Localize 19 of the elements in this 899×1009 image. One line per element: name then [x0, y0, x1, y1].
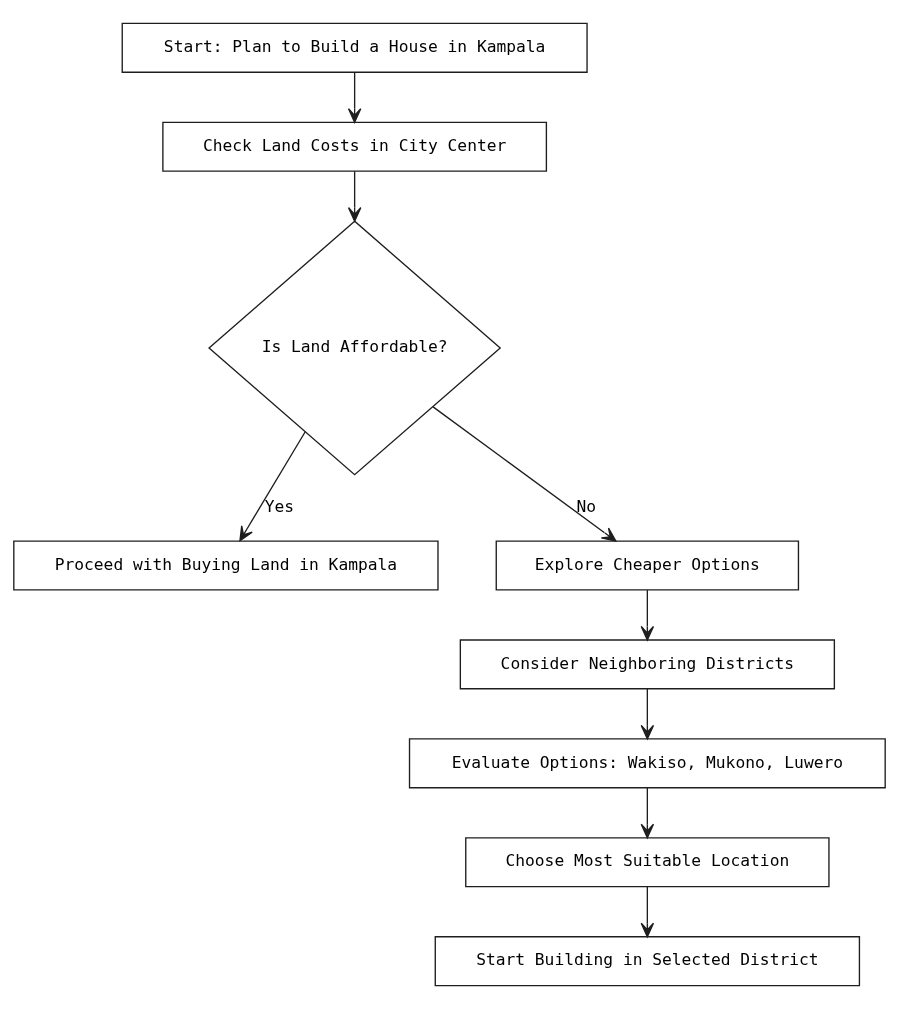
arrow [347, 71, 362, 123]
arrow [640, 589, 655, 641]
node-box: Explore Cheaper Options [495, 540, 800, 591]
edge-label: No [576, 497, 597, 517]
node-box: Consider Neighboring Districts [459, 639, 836, 690]
node-box: Start Building in Selected District [434, 936, 861, 987]
arrow [640, 787, 655, 839]
arrow [239, 431, 306, 542]
arrow [640, 886, 655, 938]
arrow [347, 170, 362, 222]
node-box: Check Land Costs in City Center [162, 121, 548, 172]
node-box: Proceed with Buying Land in Kampala [13, 540, 439, 591]
arrow [432, 406, 617, 542]
node-box: Start: Plan to Build a House in Kampala [121, 22, 588, 73]
node-box: Evaluate Options: Wakiso, Mukono, Luwero [408, 738, 886, 789]
node-box: Choose Most Suitable Location [465, 837, 830, 888]
arrow [640, 688, 655, 740]
node-diamond: Is Land Affordable? [208, 220, 502, 476]
edge-label: Yes [264, 497, 295, 517]
